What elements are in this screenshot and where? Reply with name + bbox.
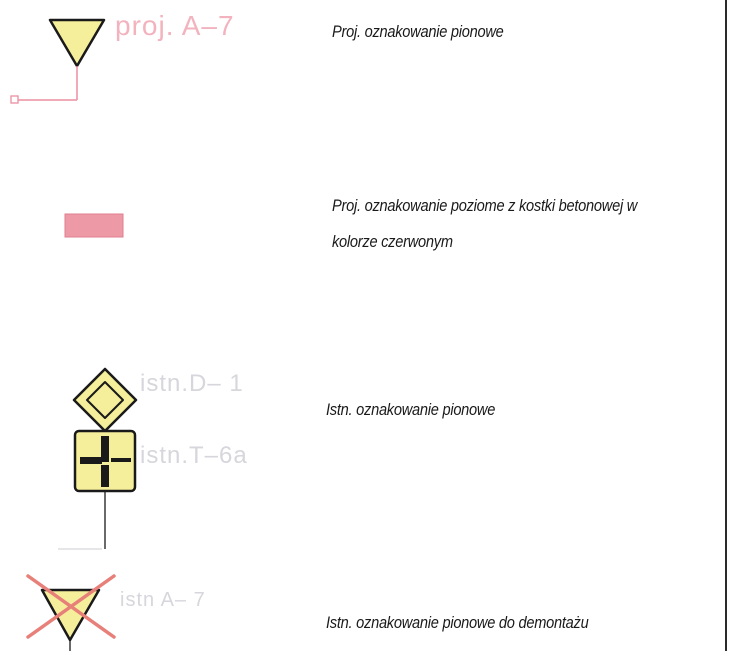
legend-desc-istn-dismantle: Istn. oznakowanie pionowe do demontażu [326,613,589,632]
istn-t6a-label: istn.T–6a [140,442,248,469]
proj-a7-label: proj. A–7 [115,10,235,41]
istn-sign-a7-crossed-icon [26,574,116,651]
istn-d1-label: istn.D– 1 [140,370,244,397]
istn-sign-t6a-icon [58,429,137,550]
legend-desc-proj-vertical: Proj. oznakowanie pionowe [332,22,504,41]
page-right-border [725,0,727,651]
legend-desc-istn-vertical: Istn. oznakowanie pionowe [326,400,496,419]
proj-sign-a7-icon [10,18,106,104]
istn-sign-d1-icon [72,367,138,433]
red-paving-icon [64,213,124,238]
istn-a7-label: istn A– 7 [120,589,206,611]
legend-desc-proj-horizontal-line2: kolorze czerwonym [332,232,453,251]
legend-desc-proj-horizontal-line1: Proj. oznakowanie poziome z kostki beton… [332,196,638,215]
